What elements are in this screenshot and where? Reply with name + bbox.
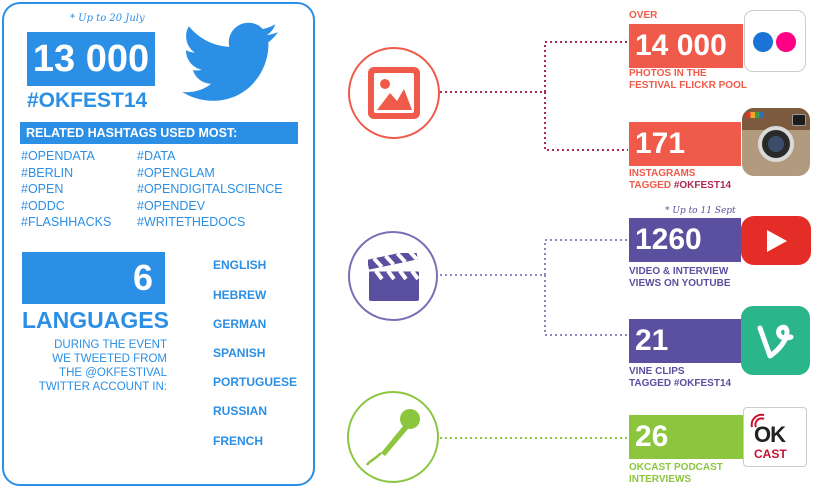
languages-label: LANGUAGES <box>22 307 169 333</box>
hashtag-item: #OPENDATA <box>21 149 95 163</box>
twitter-panel <box>2 2 315 486</box>
hashtag-item: #BERLIN <box>21 165 74 180</box>
caption-hashtag: #OKFEST14 <box>673 180 732 191</box>
twitter-bird-icon <box>182 22 278 101</box>
hashtag-item: #WRITETHEDOCS <box>137 215 246 229</box>
image-icon <box>368 67 420 119</box>
okcast-logo-ok: OK <box>754 422 786 447</box>
vine-caption: VINE CLIPS TAGGED #OKFEST14 <box>629 366 731 390</box>
languages-description: DURING THE EVENT WE TWEETED FROM THE @OK… <box>22 338 167 394</box>
caption-line: VINE CLIPS <box>629 366 685 377</box>
flickr-count: 14 000 <box>629 24 743 68</box>
broadcast-waves-icon <box>750 413 765 428</box>
instagram-lens-core <box>768 136 784 152</box>
hashtag-item: #OPENGLAM <box>137 165 215 180</box>
languages-count: 6 <box>22 252 165 304</box>
youtube-caption: VIDEO & INTERVIEW VIEWS ON YOUTUBE <box>629 266 731 290</box>
languages-desc-line: TWITTER ACCOUNT IN: <box>38 381 167 393</box>
play-icon <box>767 230 787 252</box>
related-hashtags-heading: RELATED HASHTAGS USED MOST: <box>20 122 298 144</box>
tweet-count: 13 000 <box>27 32 155 86</box>
instagram-caption: INSTAGRAMS TAGGED #OKFEST14 <box>629 168 731 192</box>
microphone-icon <box>365 409 420 466</box>
instagram-viewfinder <box>792 114 806 126</box>
hashtag-item: #OPEN <box>21 182 64 196</box>
photo-category-circle <box>348 47 440 139</box>
caption-line: INTERVIEWS <box>629 474 692 485</box>
okcast-logo-cast: CAST <box>754 447 787 461</box>
language-item: GERMAN <box>213 317 267 331</box>
video-date-note: * Up to 11 Sept <box>665 206 736 216</box>
hashtag-item: #OPENDIGITALSCIENCE <box>137 182 283 196</box>
caption-line: INSTAGRAMS <box>629 168 696 179</box>
clapperboard-icon <box>368 253 420 301</box>
hashtag-item: #FLASHHACKS <box>21 215 112 229</box>
instagram-count: 171 <box>629 122 741 166</box>
caption-line: FESTIVAL FLICKR POOL <box>629 80 747 91</box>
language-item: SPANISH <box>213 346 266 360</box>
language-item: RUSSIAN <box>213 404 268 418</box>
youtube-count: 1260 <box>629 218 741 262</box>
podcast-category-circle <box>347 391 439 483</box>
languages-desc-line: DURING THE EVENT <box>54 339 167 351</box>
podcast-count: 26 <box>629 415 743 459</box>
caption-line: TAGGED #OKFEST14 <box>629 180 732 191</box>
flickr-logo <box>744 10 806 72</box>
language-item: ENGLISH <box>213 258 267 272</box>
flickr-caption: PHOTOS IN THE FESTIVAL FLICKR POOL <box>629 68 747 92</box>
vine-v-icon <box>757 324 794 359</box>
twitter-date-note: * Up to 20 July <box>70 13 145 24</box>
hashtag-item: #ODDC <box>21 198 65 213</box>
main-hashtag: #OKFEST14 <box>27 89 148 112</box>
hashtag-item: #OPENDEV <box>137 198 206 213</box>
flickr-pink-dot-icon <box>776 32 796 52</box>
vine-logo <box>741 306 810 375</box>
flickr-over-label: OVER <box>629 10 658 21</box>
youtube-logo <box>741 216 811 265</box>
flickr-blue-dot-icon <box>753 32 773 52</box>
languages-desc-line: WE TWEETED FROM <box>52 353 167 365</box>
instagram-rainbow-stripe <box>746 112 764 118</box>
language-item: FRENCH <box>213 434 263 448</box>
okcast-logo: OK CAST <box>743 407 807 467</box>
language-item: HEBREW <box>213 288 267 302</box>
caption-line: VIEWS ON YOUTUBE <box>629 278 731 289</box>
hashtag-list-right: #DATA #OPENGLAM #OPENDIGITALSCIENCE #OPE… <box>137 148 283 231</box>
hashtag-item: #DATA <box>137 149 176 163</box>
caption-line: TAGGED #OKFEST14 <box>629 378 732 389</box>
languages-desc-line: THE @OKFESTIVAL <box>59 367 167 379</box>
instagram-logo <box>742 108 810 176</box>
caption-line: PHOTOS IN THE <box>629 68 707 79</box>
caption-hashtag: #OKFEST14 <box>673 378 732 389</box>
vine-count: 21 <box>629 319 743 363</box>
hashtag-list-left: #OPENDATA #BERLIN #OPEN #ODDC #FLASHHACK… <box>21 148 111 231</box>
instagram-lens-icon <box>758 126 794 162</box>
podcast-caption: OKCAST PODCAST INTERVIEWS <box>629 462 723 486</box>
caption-line: VIDEO & INTERVIEW <box>629 266 729 277</box>
language-item: PORTUGUESE <box>213 375 298 389</box>
video-category-circle <box>348 231 438 321</box>
caption-line: OKCAST PODCAST <box>629 462 723 473</box>
